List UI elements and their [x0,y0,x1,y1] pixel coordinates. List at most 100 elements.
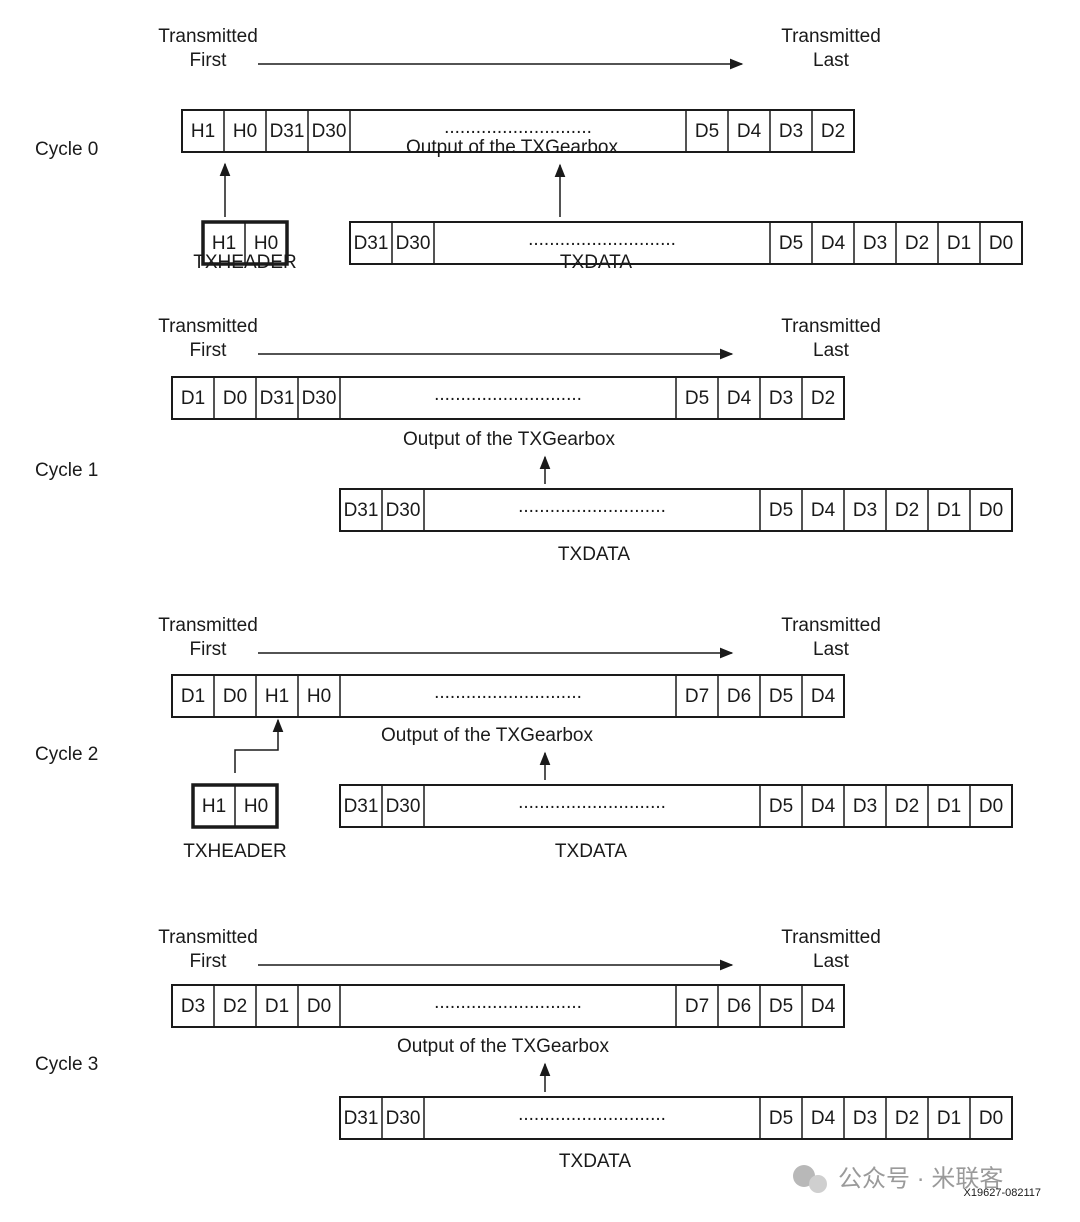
cycle-label: Cycle 0 [35,139,98,160]
transmitted-last-label: Transmitted [781,26,881,47]
txheader-label: TXHEADER [183,841,286,862]
cell-d2: D2 [223,996,247,1017]
cell-d2: D2 [821,121,845,142]
txheader-register: H1 H0 [191,783,279,829]
cell-d4: D4 [811,996,836,1017]
cell-d2: D2 [895,796,919,817]
transmitted-last-label: Transmitted [781,316,881,337]
ellipsis-dots: ............................ [518,1104,666,1125]
transmitted-first-label: Transmitted [158,26,258,47]
cell-d6: D6 [727,686,751,707]
last-label: Last [813,639,850,660]
cell-h1: H1 [265,686,289,707]
ellipsis-dots: ............................ [518,792,666,813]
cell-d0: D0 [307,996,331,1017]
cell-d5: D5 [685,388,709,409]
cell-d4: D4 [821,233,846,254]
cell-d1: D1 [937,500,961,521]
cell-h0: H0 [244,796,268,817]
gearbox-output-row-frame [181,109,855,153]
cell-d2: D2 [895,1108,919,1129]
transmitted-last-label: Transmitted [781,927,881,948]
txdata-label: TXDATA [560,252,632,273]
ellipsis-dots: ............................ [518,496,666,517]
gearbox-output-row-frame [171,674,845,718]
gearbox-output-label: Output of the TXGearbox [397,1036,609,1057]
cell-h1: H1 [202,796,226,817]
cell-d4: D4 [811,500,836,521]
cycle-label: Cycle 2 [35,744,98,765]
transmitted-last-label: Transmitted [781,615,881,636]
cell-d5: D5 [769,796,793,817]
cell-d4: D4 [811,796,836,817]
ellipsis-dots: ............................ [434,682,582,703]
transmitted-first-label: Transmitted [158,927,258,948]
txdata-row-frame [349,221,1023,265]
first-label: First [190,951,228,972]
txdata-row-frame [339,1096,1013,1140]
txdata-row: D31 D30............................ D5 D4 D3… [339,784,1013,828]
watermark-text: 公众号 · 米联客 [838,1165,1003,1192]
ellipsis-dots: ............................ [444,117,592,138]
cell-d30: D30 [302,388,337,409]
cell-d5: D5 [769,500,793,521]
cell-d30: D30 [312,121,347,142]
first-label: First [190,639,228,660]
txdata-label: TXDATA [559,1151,631,1172]
cell-d0: D0 [223,686,247,707]
cell-d3: D3 [769,388,793,409]
cell-d3: D3 [853,1108,877,1129]
first-label: First [190,340,228,361]
cell-d6: D6 [727,996,751,1017]
last-label: Last [813,340,850,361]
cell-d5: D5 [695,121,719,142]
cell-d0: D0 [979,796,1003,817]
cell-d30: D30 [386,796,421,817]
cell-d31: D31 [344,1108,379,1129]
wechat-logo-icon-bubble [809,1175,827,1193]
cell-d4: D4 [737,121,762,142]
cell-d31: D31 [270,121,305,142]
ellipsis-dots: ............................ [528,229,676,250]
cell-d3: D3 [853,500,877,521]
cell-h0: H0 [254,233,278,254]
txdata-label: TXDATA [558,544,630,565]
cell-d31: D31 [344,796,379,817]
last-label: Last [813,50,850,71]
cell-d5: D5 [779,233,803,254]
transmitted-first-label: Transmitted [158,316,258,337]
cell-d1: D1 [937,796,961,817]
ellipsis-dots: ............................ [434,992,582,1013]
cell-d0: D0 [979,1108,1003,1129]
cell-d3: D3 [181,996,205,1017]
cell-d0: D0 [989,233,1013,254]
cell-d7: D7 [685,686,709,707]
cell-d2: D2 [895,500,919,521]
cell-d30: D30 [386,500,421,521]
cell-d31: D31 [260,388,295,409]
cell-d1: D1 [181,686,205,707]
cell-d2: D2 [811,388,835,409]
cell-d7: D7 [685,996,709,1017]
cell-h0: H0 [307,686,331,707]
cycle-label: Cycle 1 [35,460,98,481]
cell-d30: D30 [396,233,431,254]
gearbox-output-label: Output of the TXGearbox [381,725,593,746]
cell-d31: D31 [354,233,389,254]
cell-d5: D5 [769,686,793,707]
cell-d5: D5 [769,1108,793,1129]
txheader-elbow-arrow [234,718,284,773]
cell-d3: D3 [853,796,877,817]
cell-h1: H1 [212,233,236,254]
cell-d0: D0 [223,388,247,409]
transmitted-first-label: Transmitted [158,615,258,636]
gearbox-output-label: Output of the TXGearbox [406,137,618,158]
